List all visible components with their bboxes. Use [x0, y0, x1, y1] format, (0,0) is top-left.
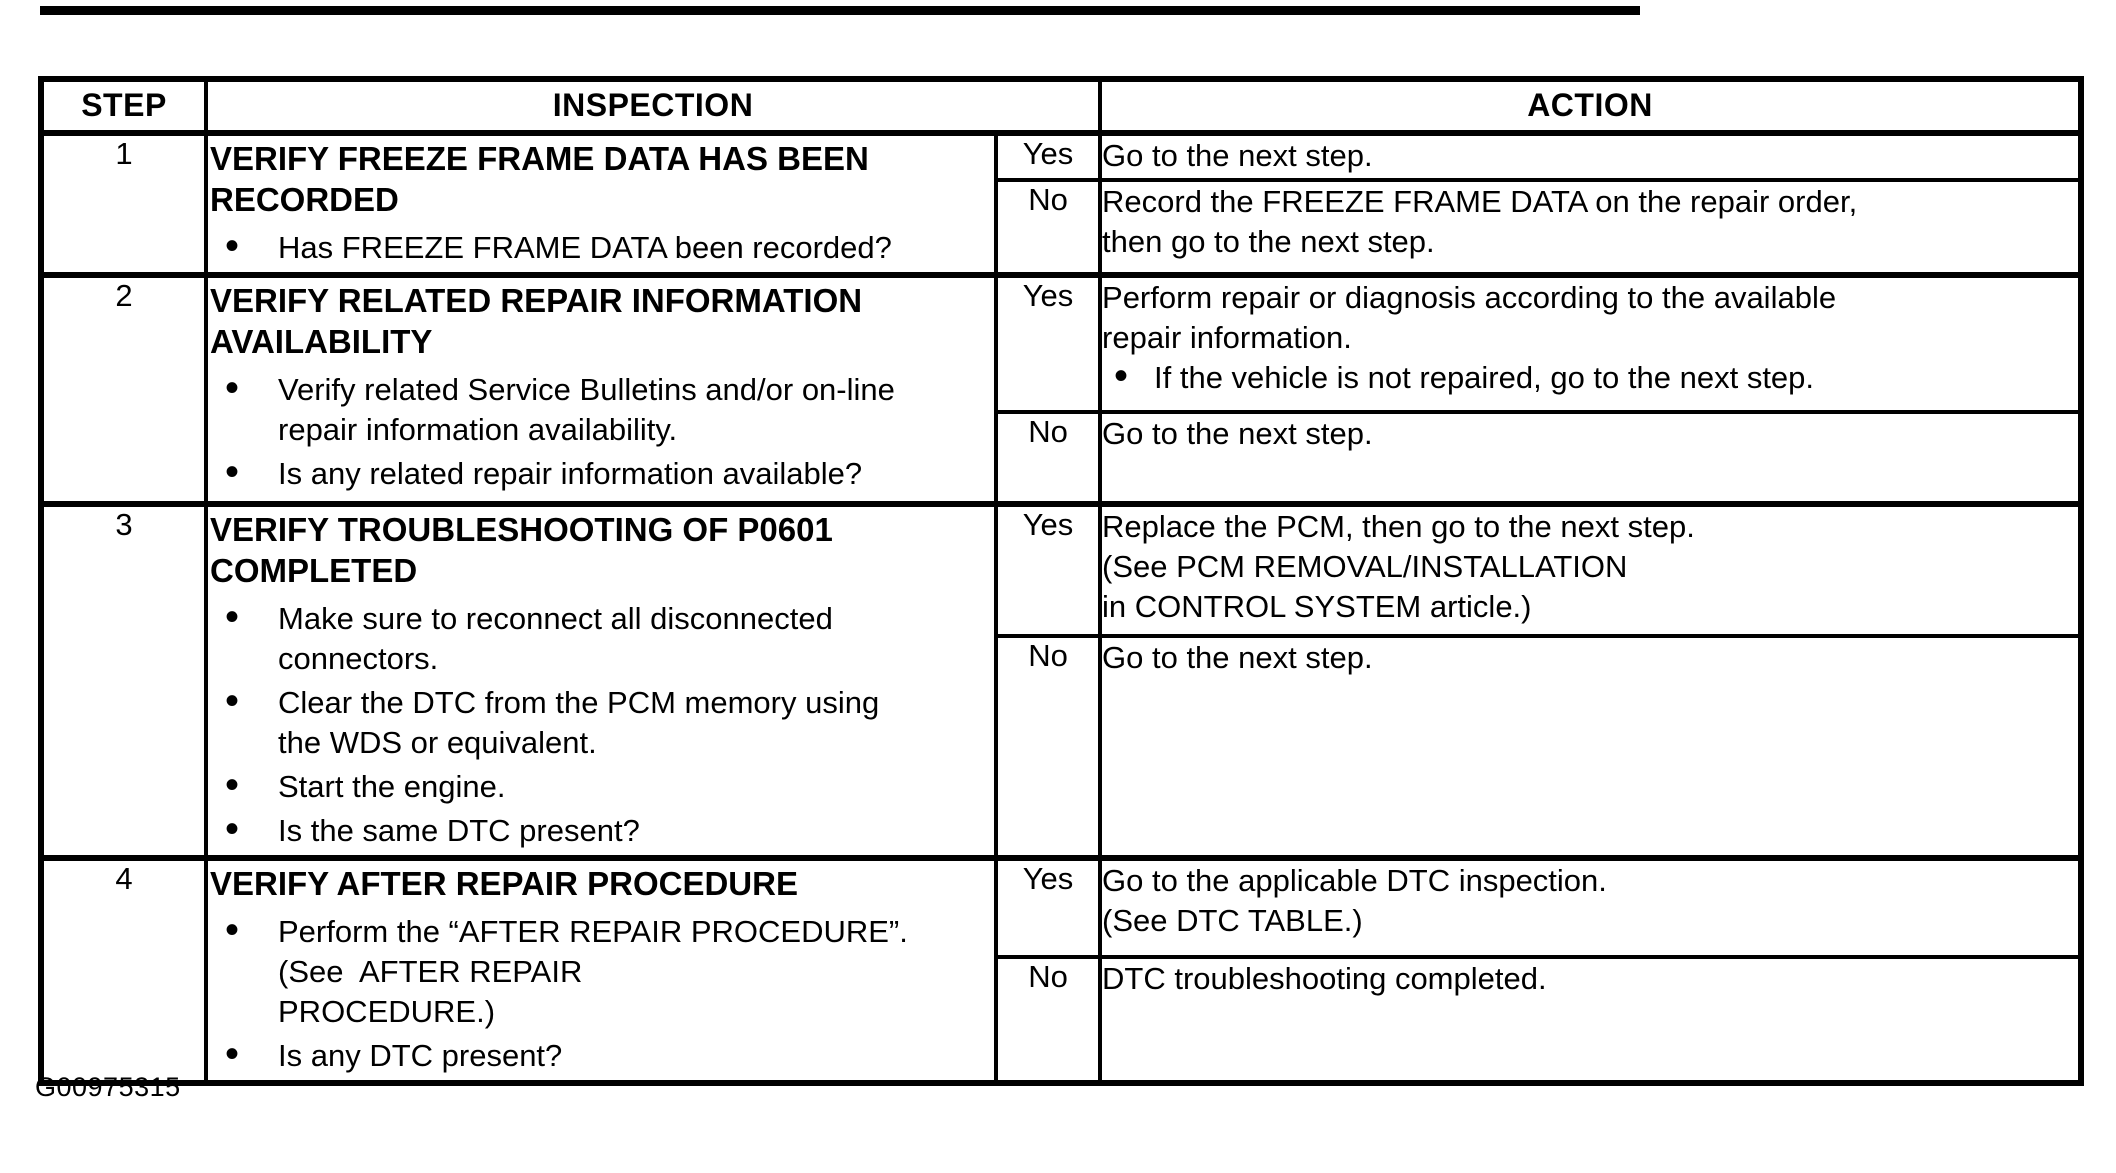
inspection-bullet: Clear the DTC from the PCM memory using … — [208, 681, 994, 763]
action-text: DTC troubleshooting completed. — [1102, 960, 1547, 996]
table-header-inspection: INSPECTION — [203, 77, 1103, 136]
action-cell: DTC troubleshooting completed. — [1098, 955, 2084, 1086]
action-text: Replace the PCM, then go to the next ste… — [1102, 509, 1695, 624]
inspection-cell: VERIFY TROUBLESHOOTING OF P0601 COMPLETE… — [204, 501, 998, 860]
figure-code: G00975315 — [35, 1072, 181, 1102]
inspection-title: VERIFY RELATED REPAIR INFORMATION AVAILA… — [210, 282, 863, 360]
action-bullet-list: If the vehicle is not repaired, go to th… — [1102, 356, 2078, 398]
inspection-bullet: Is any DTC present? — [208, 1034, 994, 1076]
step-number-cell: 4 — [39, 855, 208, 1085]
action-cell: Record the FREEZE FRAME DATA on the repa… — [1098, 178, 2084, 277]
inspection-cell: VERIFY RELATED REPAIR INFORMATION AVAILA… — [204, 272, 998, 506]
step-number-cell: 3 — [39, 501, 208, 860]
table-header-row: STEP INSPECTION ACTION — [39, 77, 2084, 136]
inspection-bullet-list: Verify related Service Bulletins and/or … — [208, 368, 994, 494]
inspection-title: VERIFY AFTER REPAIR PROCEDURE — [210, 865, 798, 902]
inspection-bullet-list: Perform the “AFTER REPAIR PROCEDURE”. (S… — [208, 910, 994, 1076]
action-text: Go to the next step. — [1102, 138, 1373, 173]
yes-no-cell: Yes — [993, 272, 1103, 414]
action-cell: Go to the applicable DTC inspection. (Se… — [1098, 855, 2084, 959]
action-cell: Go to the next step. — [1098, 410, 2084, 506]
inspection-bullet: Is the same DTC present? — [208, 809, 994, 851]
action-text: Go to the applicable DTC inspection. (Se… — [1102, 863, 1607, 938]
inspection-bullet-list: Has FREEZE FRAME DATA been recorded? — [208, 226, 994, 268]
step-number-cell: 1 — [39, 130, 208, 277]
yes-no-cell: Yes — [993, 501, 1103, 638]
yes-no-cell: No — [993, 955, 1103, 1086]
yes-no-cell: Yes — [993, 130, 1103, 182]
action-cell: Replace the PCM, then go to the next ste… — [1098, 501, 2084, 638]
top-rule — [40, 6, 1640, 15]
action-cell: Perform repair or diagnosis according to… — [1098, 272, 2084, 414]
inspection-cell: VERIFY AFTER REPAIR PROCEDURE Perform the… — [204, 855, 998, 1085]
action-cell: Go to the next step. — [1098, 130, 2084, 182]
action-bullet: If the vehicle is not repaired, go to th… — [1102, 356, 2078, 398]
inspection-title: VERIFY TROUBLESHOOTING OF P0601 COMPLETE… — [210, 511, 833, 589]
inspection-bullet: Has FREEZE FRAME DATA been recorded? — [208, 226, 994, 268]
inspection-title: VERIFY FREEZE FRAME DATA HAS BEEN RECORD… — [210, 140, 869, 218]
yes-no-cell: No — [993, 410, 1103, 506]
yes-no-cell: No — [993, 178, 1103, 277]
yes-no-cell: No — [993, 634, 1103, 861]
inspection-bullet: Make sure to reconnect all disconnected … — [208, 597, 994, 679]
inspection-bullet: Verify related Service Bulletins and/or … — [208, 368, 994, 450]
inspection-bullet: Perform the “AFTER REPAIR PROCEDURE”. (S… — [208, 910, 994, 1032]
action-text: Record the FREEZE FRAME DATA on the repa… — [1102, 184, 1858, 259]
inspection-bullet-list: Make sure to reconnect all disconnected … — [208, 597, 994, 851]
inspection-cell: VERIFY FREEZE FRAME DATA HAS BEEN RECORD… — [204, 130, 998, 277]
yes-no-cell: Yes — [993, 855, 1103, 959]
action-cell: Go to the next step. — [1098, 634, 2084, 861]
action-text: Go to the next step. — [1102, 639, 1373, 675]
step-number-cell: 2 — [39, 272, 208, 506]
action-text: Perform repair or diagnosis according to… — [1102, 280, 1837, 355]
inspection-bullet: Start the engine. — [208, 765, 994, 807]
inspection-bullet: Is any related repair information availa… — [208, 452, 994, 494]
action-text: Go to the next step. — [1102, 416, 1373, 451]
table-header-action: ACTION — [1098, 77, 2084, 136]
table-header-step: STEP — [39, 77, 208, 136]
